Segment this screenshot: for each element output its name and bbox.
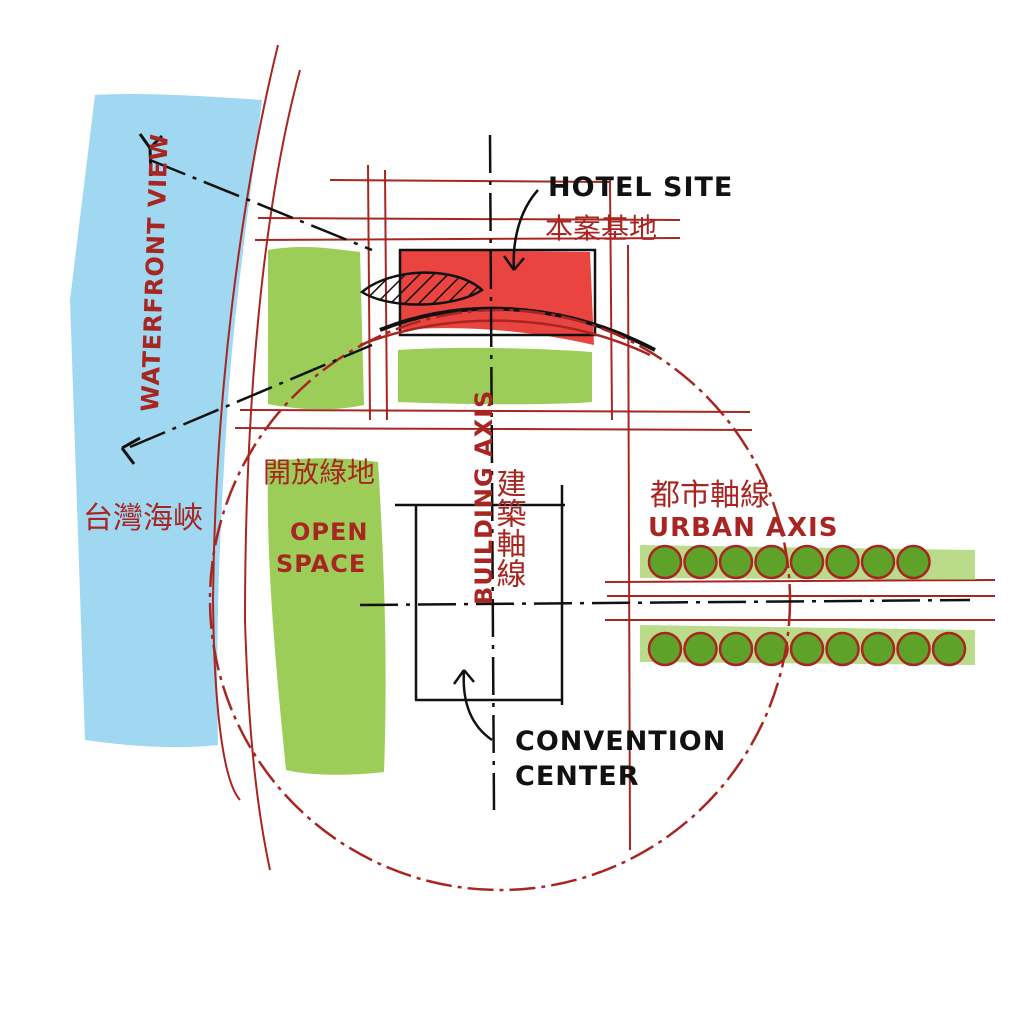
tree-icon	[754, 631, 789, 667]
urban-axis-label: URBAN AXIS	[648, 513, 838, 543]
hotel-site-label: HOTEL SITE	[548, 172, 733, 203]
context-circle	[208, 308, 792, 892]
taiwan-strait-label: 台灣海峽	[83, 501, 203, 536]
shoreline-line	[211, 44, 279, 801]
convention-center-label-line2: CENTER	[515, 761, 640, 792]
tree-icon	[825, 544, 860, 580]
tree-icon	[718, 631, 754, 667]
axis-lines	[129, 134, 971, 811]
tree-icon	[860, 544, 896, 580]
tree-icon	[789, 544, 825, 580]
tree-icon	[683, 544, 718, 580]
view-arrow-down	[120, 436, 141, 465]
open-space-label-line1: OPEN	[290, 518, 368, 546]
tree-icon	[754, 544, 789, 580]
hotel-site-cn-label: 本案基地	[545, 212, 657, 245]
shoreline-line	[243, 69, 301, 871]
tree-row-top	[647, 544, 931, 580]
hotel-site-arrow	[502, 189, 539, 271]
tree-icon	[718, 544, 754, 580]
road-grid	[234, 164, 996, 851]
tree-icon	[896, 631, 931, 667]
tree-icon	[860, 631, 896, 667]
tree-icon	[647, 544, 683, 580]
green-space-open-space	[267, 458, 386, 775]
tree-icon	[825, 631, 860, 667]
tree-icon	[683, 631, 718, 667]
urban-axis-cn-label: 都市軸線	[650, 478, 770, 513]
green-space-upper-left	[268, 246, 364, 410]
tree-row-bottom	[647, 631, 967, 667]
view-arrow-up	[138, 133, 164, 177]
hotel-curve-facade-red	[359, 319, 651, 357]
hotel-hatched-lens	[359, 271, 485, 306]
building-axis-label: BUILDING AXIS	[470, 390, 498, 605]
convention-center-label-line1: CONVENTION	[515, 726, 726, 757]
building-axis-cn-label: 建築軸線	[491, 468, 526, 588]
green-space-north-strip	[398, 347, 592, 405]
tree-icon	[931, 631, 967, 667]
open-green-cn-label: 開放綠地	[263, 456, 375, 489]
tree-icon	[896, 544, 931, 580]
tree-icon	[789, 631, 825, 667]
tree-icon	[647, 631, 683, 667]
open-space-label-line2: SPACE	[276, 550, 366, 578]
convention-arrow	[452, 669, 493, 742]
convention-center-frame	[395, 485, 565, 705]
